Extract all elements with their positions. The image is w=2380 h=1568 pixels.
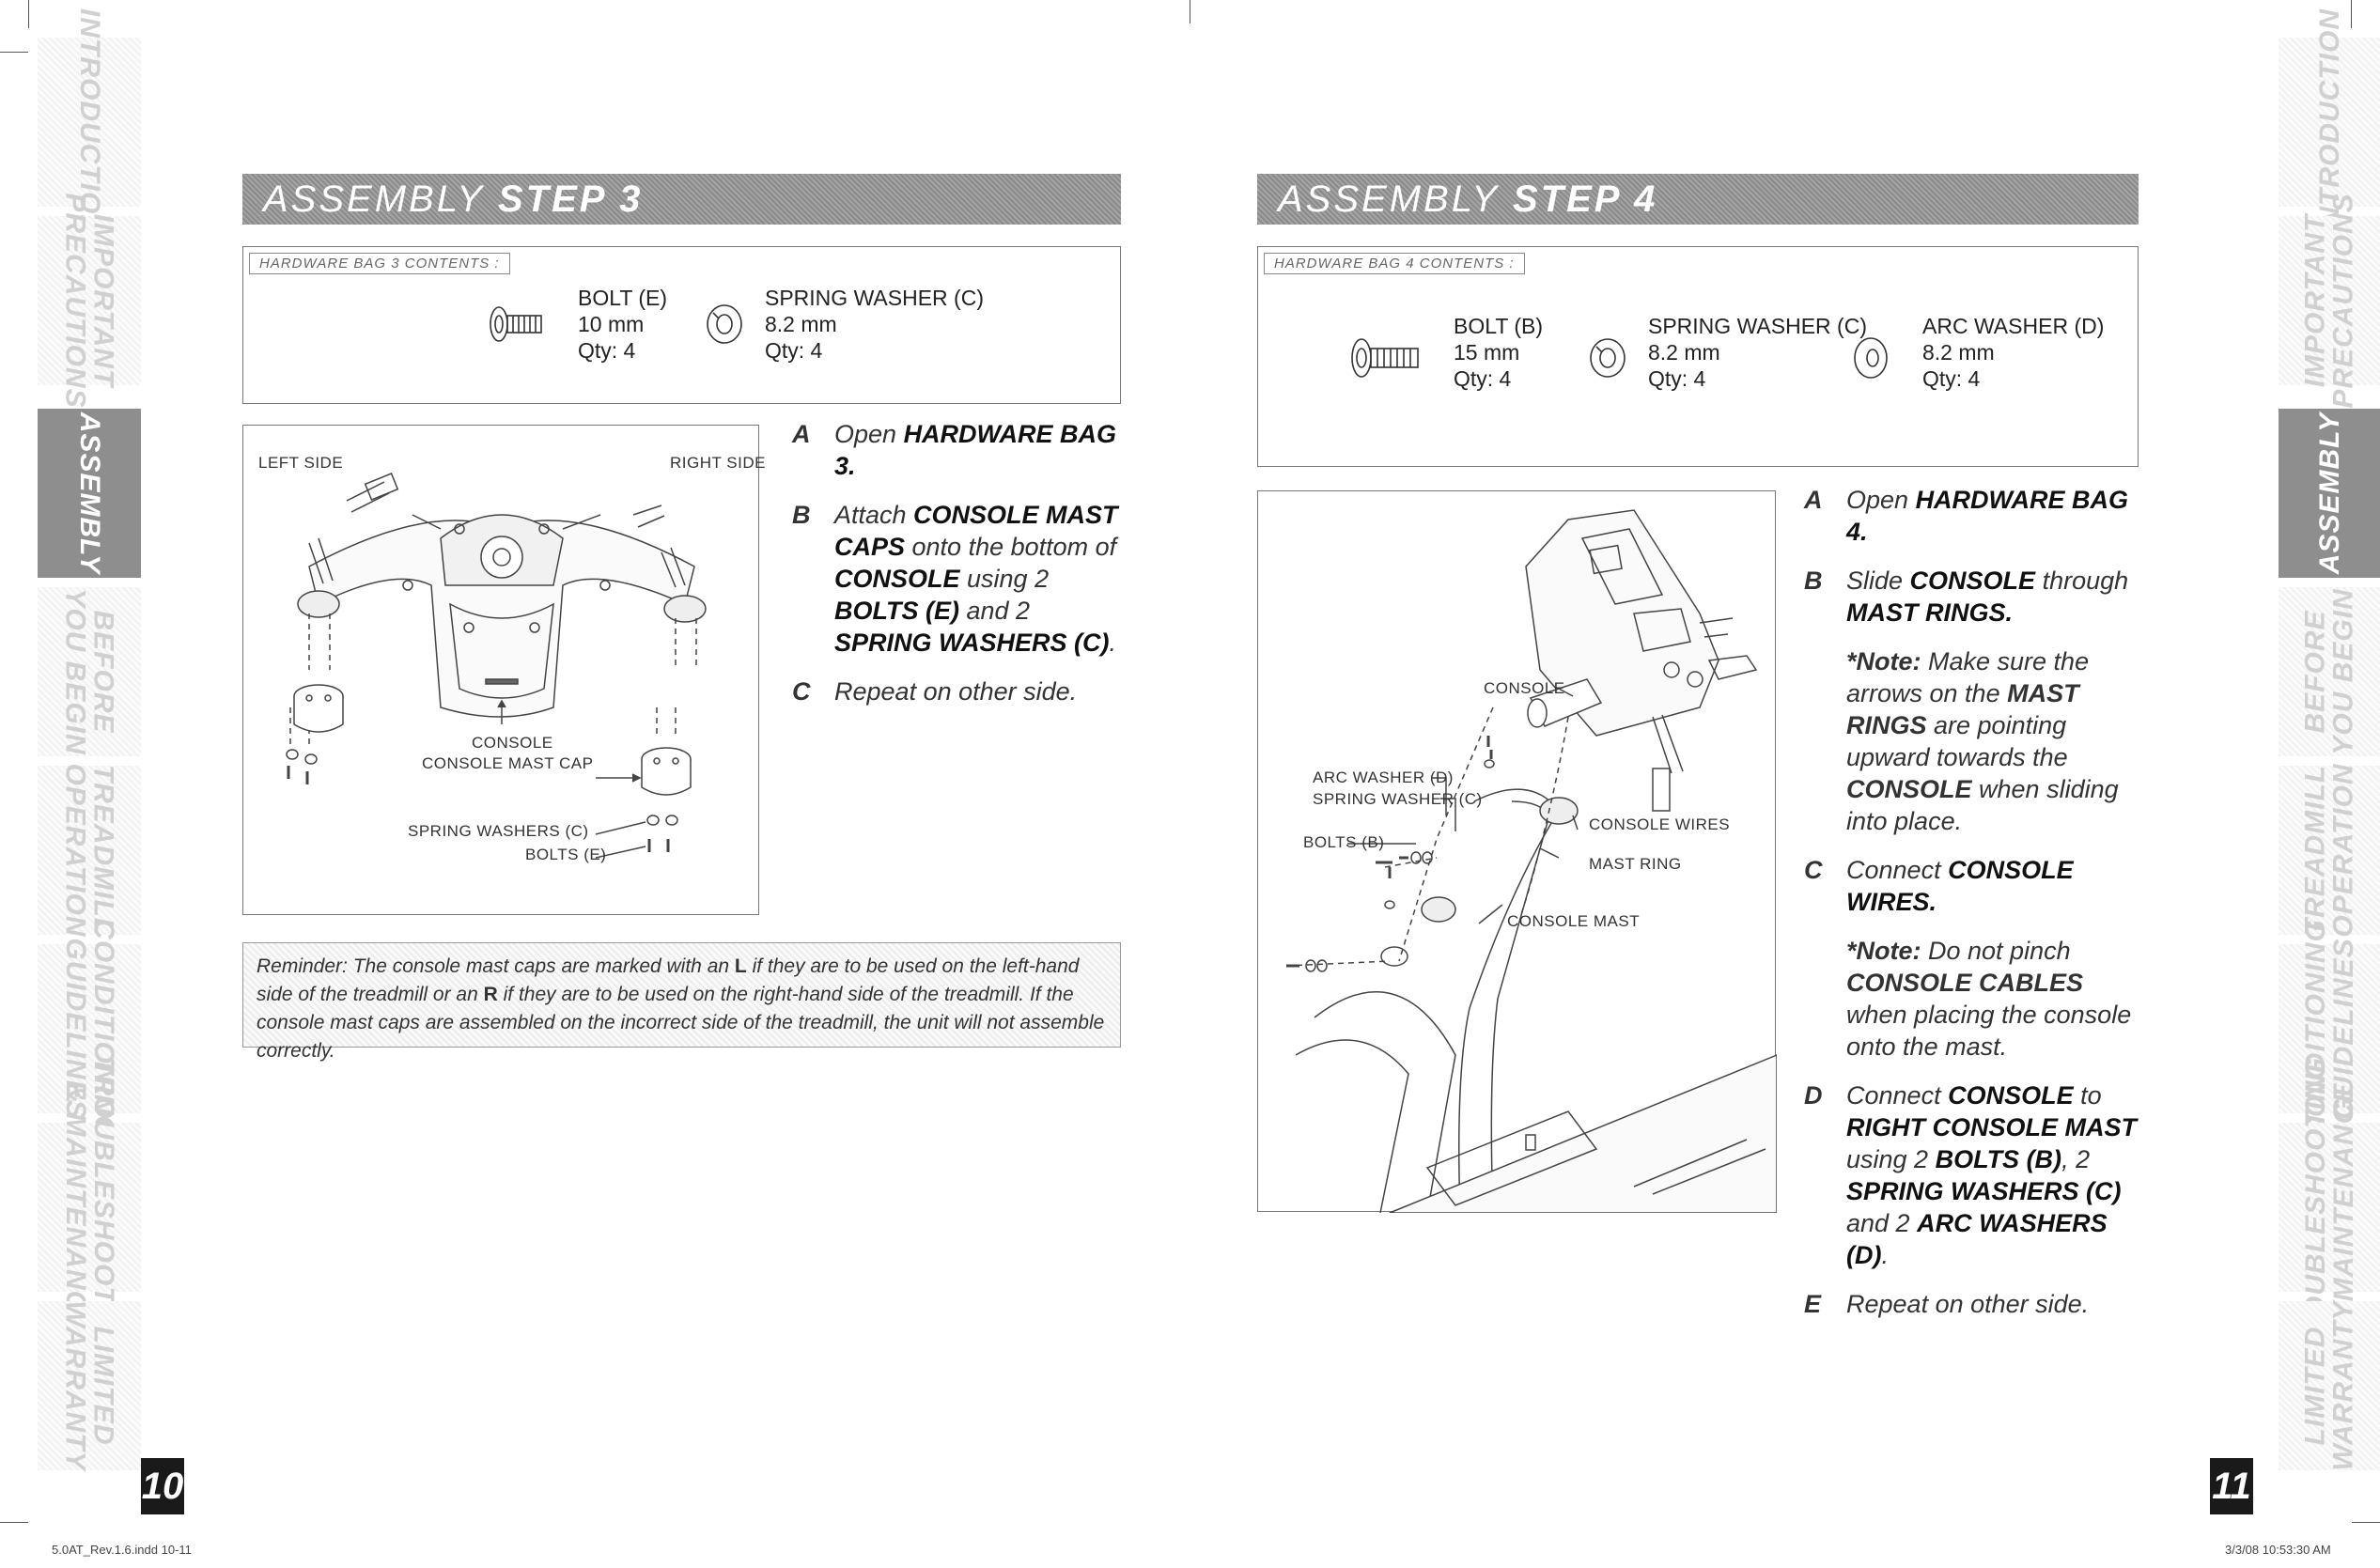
hardware-icons (1351, 337, 1888, 379)
label-arc-washer: ARC WASHER (D) (1313, 768, 1454, 786)
spring-washer-icon (707, 304, 742, 344)
tab-important-precautions[interactable]: IMPORTANT PRECAUTIONS (2279, 193, 2380, 409)
step-text: Repeat on other side. (834, 677, 1078, 706)
reminder-text: Reminder: The console mast caps are mark… (257, 955, 1105, 1062)
step-text: Open HARDWARE BAG 4. (1846, 486, 2129, 546)
bolt-icon (1351, 338, 1419, 378)
tab-limited-warranty[interactable]: LIMITED WARRANTY (38, 1300, 141, 1471)
tab-limited-warranty[interactable]: LIMITED WARRANTY (2279, 1300, 2380, 1471)
hardware-bag-label: HARDWARE BAG 3 CONTENTS : (249, 253, 510, 274)
step-note: *Note: Do not pinch CONSOLE CABLES when … (1846, 937, 2132, 1061)
step-3-instructions: A Open HARDWARE BAG 3. B Attach CONSOLE MAS… (792, 418, 1130, 724)
tab-treadmill-operation[interactable]: TREADMILL OPERATION (2279, 763, 2380, 938)
step-letter: B (1804, 567, 1823, 595)
instruction-step-c: C Repeat on other side. (792, 675, 1130, 707)
arc-washer-icon (1854, 337, 1888, 379)
label-left-side: LEFT SIDE (258, 454, 344, 472)
step-text: Attach CONSOLE MAST CAPS onto the bottom… (834, 501, 1118, 657)
step-letter: A (1804, 486, 1823, 514)
hardware-icons (490, 304, 742, 344)
tab-introduction[interactable]: INTRODUCTION (38, 8, 141, 236)
console-mast-illustration (1285, 509, 1777, 1213)
hardware-item-spring-washer-c: SPRING WASHER (C) 8.2 mm Qty: 4 (1648, 314, 1867, 391)
label-right-side: RIGHT SIDE (670, 454, 766, 472)
step-letter: D (1804, 1081, 1823, 1110)
label-console: CONSOLE (1484, 679, 1565, 697)
step-text: Slide CONSOLE through MAST RINGS. (1846, 567, 2129, 627)
hardware-bag-3-box: HARDWARE BAG 3 CONTENTS : BOLT (E) 10 mm… (242, 246, 1121, 404)
tab-treadmill-operation[interactable]: TREADMILL OPERATION (38, 763, 141, 938)
tab-troubleshooting[interactable]: TROUBLESHOOTING & MAINTENANCE (2279, 1057, 2380, 1358)
label-bolts: BOLTS (B) (1303, 833, 1385, 851)
label-console-wires: CONSOLE WIRES (1589, 815, 1731, 833)
instruction-step-a: A Open HARDWARE BAG 3. (792, 418, 1130, 482)
instruction-step-e: E Repeat on other side. (1804, 1288, 2142, 1320)
instruction-step-c: C Connect CONSOLE WIRES. (1804, 854, 2142, 918)
reminder-note: Reminder: The console mast caps are mark… (242, 942, 1121, 1062)
step-letter: B (792, 501, 811, 529)
step-text: Connect CONSOLE WIRES. (1846, 856, 2074, 916)
hardware-item-bolt-b: BOLT (B) 15 mm Qty: 4 (1454, 314, 1543, 391)
instruction-step-b: B Attach CONSOLE MAST CAPS onto the botto… (792, 499, 1130, 659)
label-console-mast-cap: CONSOLE MAST CAP (422, 754, 594, 772)
page-number-right: 11 (2210, 1458, 2253, 1514)
step-letter: E (1804, 1290, 1822, 1318)
tab-conditioning-guidelines[interactable]: CONDITIONING GUIDELINES (2279, 919, 2380, 1139)
hardware-bag-4-box: HARDWARE BAG 4 CONTENTS : BOLT (B) 15 mm… (1257, 246, 2139, 467)
hardware-item-spring-washer-c: SPRING WASHER (C) 8.2 mm Qty: 4 (765, 286, 984, 363)
tab-introduction[interactable]: INTRODUCTION (2279, 8, 2380, 236)
label-spring-washer: SPRING WASHER (C) (1313, 790, 1483, 808)
instruction-step-a: A Open HARDWARE BAG 4. (1804, 484, 2142, 548)
console-mast-cap-illustration (286, 473, 707, 859)
step-text: Repeat on other side. (1846, 1290, 2090, 1318)
label-bolts: BOLTS (E) (525, 846, 607, 863)
label-mast-ring: MAST RING (1589, 855, 1682, 873)
tab-troubleshooting[interactable]: TROUBLESHOOTING & MAINTENANCE (38, 1057, 141, 1358)
label-spring-washers: SPRING WASHERS (C) (408, 822, 589, 840)
tab-before-you-begin[interactable]: BEFORE YOU BEGIN (38, 587, 141, 756)
tab-conditioning-guidelines[interactable]: CONDITIONING GUIDELINES (38, 919, 141, 1139)
footer-timestamp: 3/3/08 10:53:30 AM (2225, 1543, 2331, 1557)
step-4-instructions: A Open HARDWARE BAG 4. B Slide CONSOLE thro… (1804, 484, 2142, 1337)
label-console: CONSOLE (472, 734, 553, 752)
step-text: Connect CONSOLE to RIGHT CONSOLE MAST us… (1846, 1081, 2137, 1269)
bolt-icon (490, 306, 542, 342)
tab-important-precautions[interactable]: IMPORTANT PRECAUTIONS (38, 193, 141, 409)
step-note: *Note: Make sure the arrows on the MAST … (1846, 647, 2119, 835)
step-4-figure: CONSOLE ARC WASHER (D) SPRING WASHER (C)… (1257, 490, 1777, 1213)
step-letter: C (792, 677, 811, 706)
hardware-bag-label: HARDWARE BAG 4 CONTENTS : (1264, 253, 1525, 274)
tab-before-you-begin[interactable]: BEFORE YOU BEGIN (2279, 587, 2380, 756)
step-letter: C (1804, 856, 1823, 884)
spring-washer-icon (1590, 338, 1626, 378)
step-text: Open HARDWARE BAG 3. (834, 420, 1117, 480)
step-3-figure: LEFT SIDE RIGHT SIDE CONSOLE CONSOLE MAS… (242, 425, 765, 915)
label-console-mast: CONSOLE MAST (1507, 912, 1641, 930)
step-letter: A (792, 420, 811, 448)
tab-assembly[interactable]: ASSEMBLY (38, 409, 141, 578)
hardware-item-bolt-e: BOLT (E) 10 mm Qty: 4 (578, 286, 667, 363)
footer-file-info: 5.0AT_Rev.1.6.indd 10-11 (52, 1543, 192, 1557)
instruction-step-b: B Slide CONSOLE through MAST RINGS. (1804, 565, 2142, 629)
page-number-left: 10 (141, 1458, 184, 1514)
hardware-item-arc-washer-d: ARC WASHER (D) 8.2 mm Qty: 4 (1922, 314, 2105, 391)
instruction-step-d: D Connect CONSOLE to RIGHT CONSOLE MAST u… (1804, 1079, 2142, 1271)
tab-assembly[interactable]: ASSEMBLY (2279, 409, 2380, 578)
